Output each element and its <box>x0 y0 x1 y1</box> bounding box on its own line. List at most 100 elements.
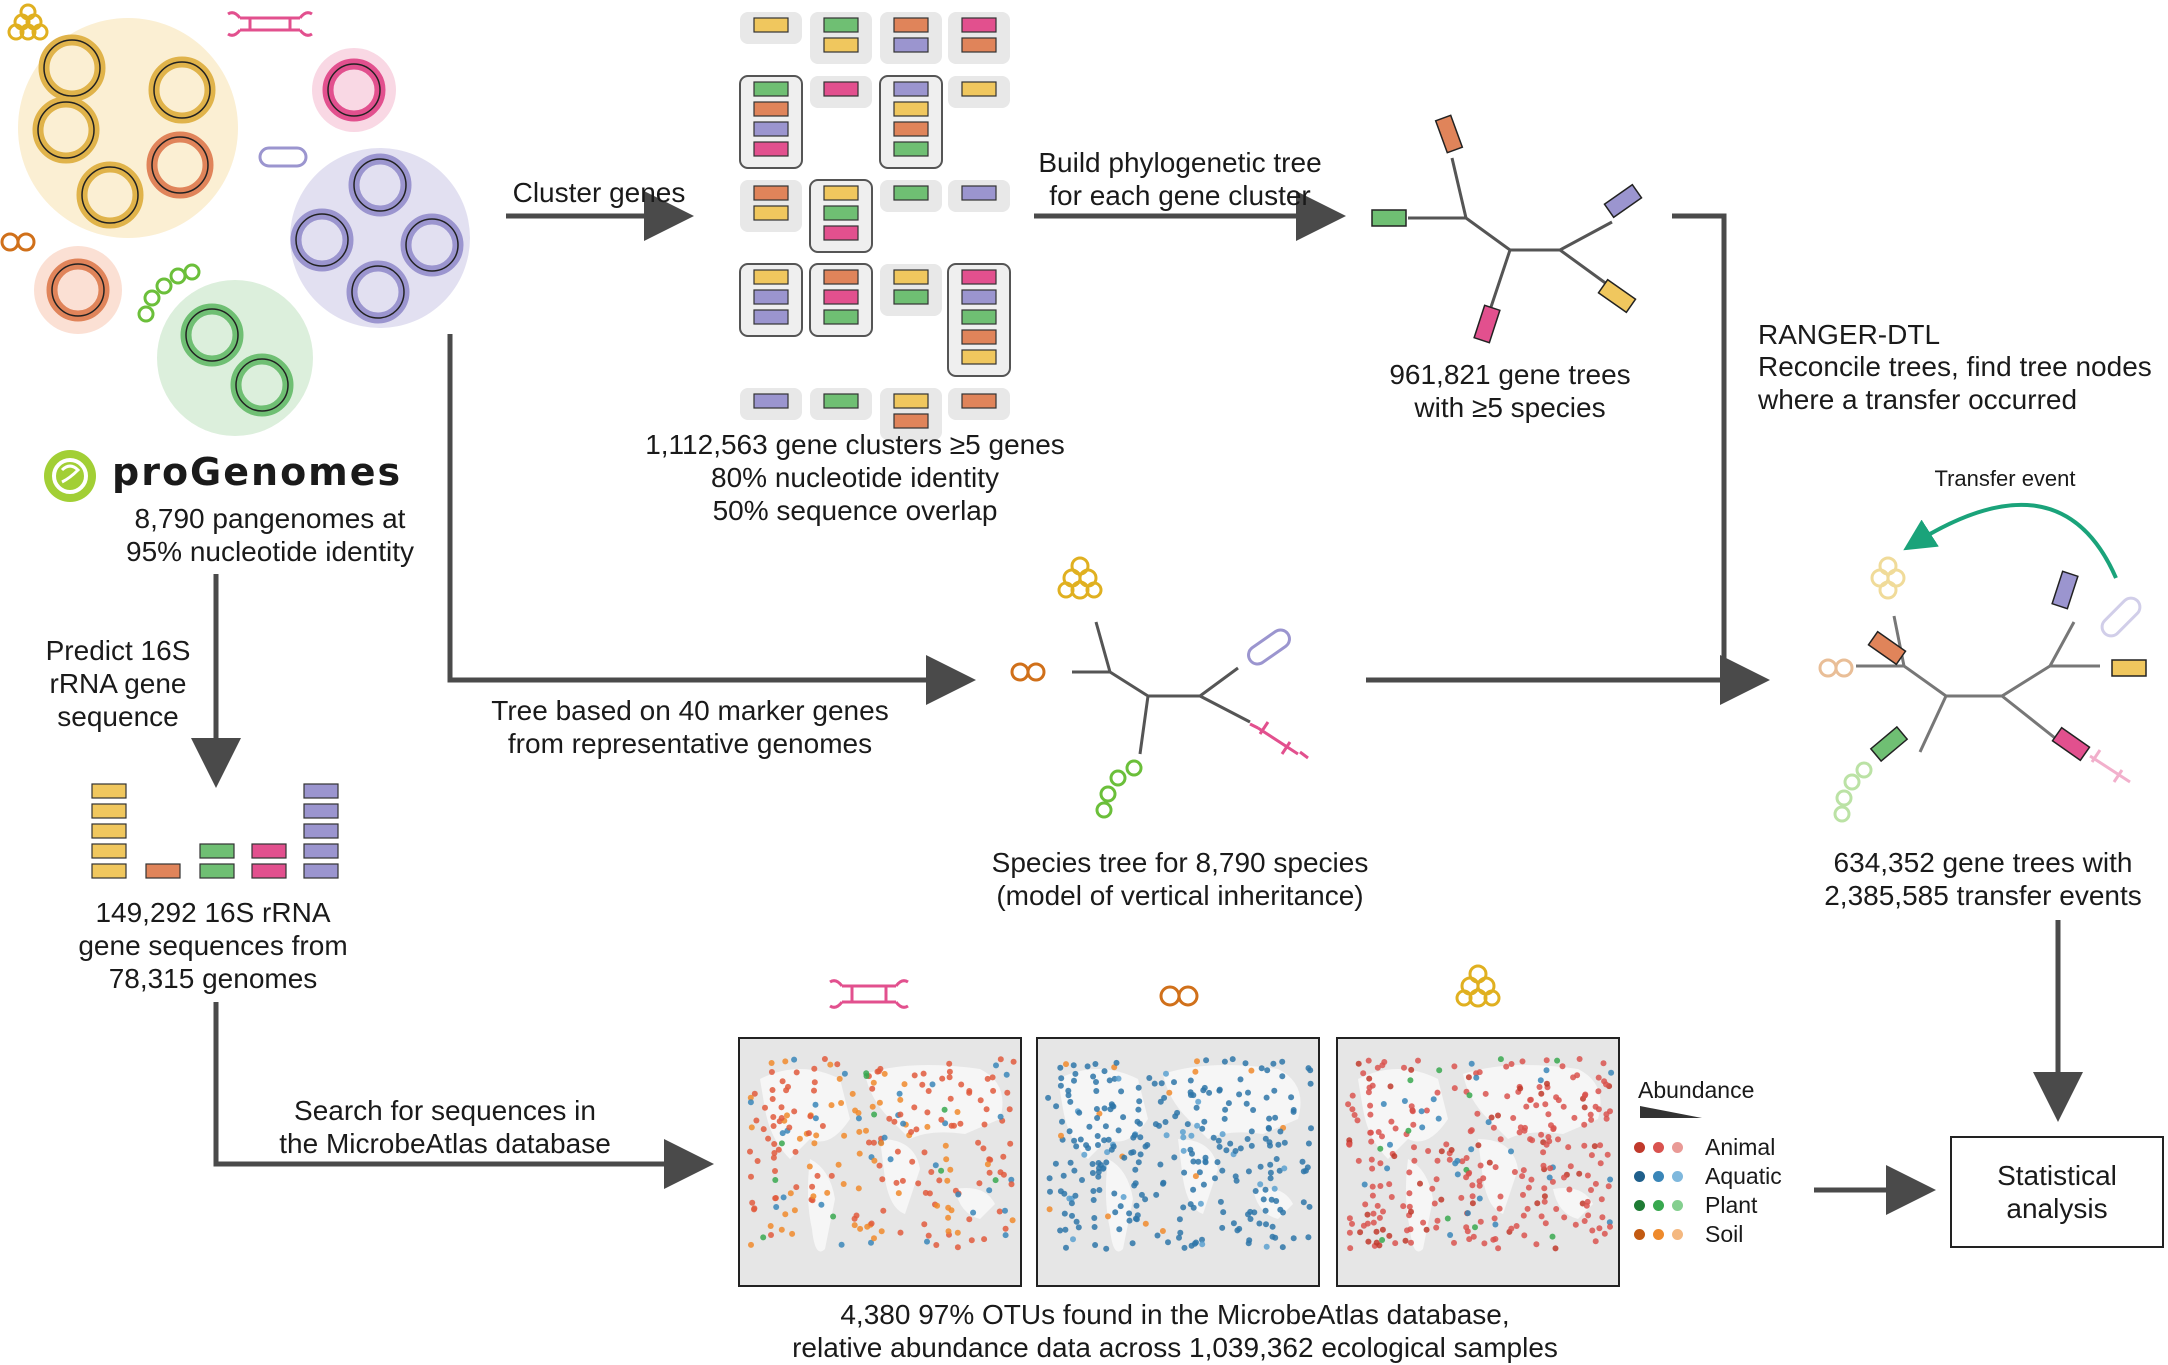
sample-point <box>925 1088 932 1094</box>
sample-point <box>1370 1210 1377 1217</box>
rrna-gene-block <box>303 843 339 859</box>
abundance-gradient-wedge <box>1640 1106 1702 1118</box>
sample-point <box>1597 1142 1604 1149</box>
sample-point <box>1067 1159 1074 1166</box>
legend-swatch <box>1653 1200 1664 1211</box>
sample-point <box>760 1126 767 1133</box>
sample-point <box>747 1148 753 1155</box>
sample-point <box>1454 1157 1461 1164</box>
sample-point <box>863 1070 870 1077</box>
sample-point <box>1490 1124 1497 1131</box>
sample-point <box>784 1112 790 1119</box>
sample-point <box>1381 1059 1388 1065</box>
cluster-genes-label: Cluster genes <box>512 177 686 208</box>
sample-point <box>1576 1056 1583 1062</box>
sample-point <box>1387 1083 1394 1090</box>
sample-point <box>1202 1154 1209 1161</box>
sample-point <box>1542 1101 1549 1108</box>
sample-point <box>1180 1134 1187 1141</box>
sample-point <box>869 1103 876 1110</box>
sample-point <box>1599 1214 1606 1221</box>
sample-point <box>760 1234 767 1241</box>
sample-point <box>1245 1240 1252 1247</box>
sample-point <box>1477 1218 1484 1225</box>
sample-point <box>1591 1143 1598 1150</box>
sample-point <box>1538 1131 1545 1138</box>
sample-point <box>1305 1140 1312 1147</box>
sample-point <box>1052 1160 1059 1167</box>
sample-point <box>1368 1138 1375 1145</box>
sample-point <box>975 1139 982 1146</box>
sample-point <box>1451 1085 1458 1092</box>
sample-point <box>855 1115 862 1122</box>
sample-point <box>1131 1182 1138 1189</box>
sample-point <box>1090 1188 1097 1194</box>
sample-point <box>1508 1225 1515 1232</box>
sample-point <box>997 1169 1004 1176</box>
sample-point <box>780 1194 787 1201</box>
sample-point <box>897 1229 904 1236</box>
sample-point <box>925 1232 932 1239</box>
sample-point <box>1565 1144 1572 1151</box>
species-tree <box>1072 621 1251 755</box>
sample-point <box>934 1202 941 1209</box>
rrna-gene-block <box>145 863 181 879</box>
sample-point <box>1267 1169 1274 1176</box>
progenomes-logo-icon <box>44 450 96 502</box>
sample-point <box>1307 1080 1314 1087</box>
map-header-icons <box>829 964 1501 1009</box>
sample-point <box>1346 1141 1353 1148</box>
sample-point <box>868 1239 874 1246</box>
sample-point <box>1002 1207 1008 1214</box>
sample-point <box>782 1211 789 1218</box>
sample-point <box>1592 1180 1599 1187</box>
sample-point <box>1057 1227 1064 1234</box>
sample-point <box>791 1108 798 1115</box>
species-tree-leaf-icons <box>1010 556 1309 819</box>
sample-point <box>1118 1088 1125 1095</box>
sample-point <box>1476 1069 1483 1076</box>
sample-point <box>870 1139 877 1146</box>
sample-point <box>1195 1098 1202 1105</box>
sample-point <box>1129 1240 1136 1247</box>
sample-point <box>1136 1098 1143 1105</box>
sample-point <box>876 1162 883 1169</box>
sample-point <box>769 1087 776 1093</box>
sample-point <box>1406 1203 1413 1210</box>
sample-point <box>1543 1057 1550 1064</box>
sample-point <box>966 1216 973 1223</box>
sample-point <box>1161 1094 1168 1101</box>
sample-point <box>1550 1126 1557 1133</box>
sample-point <box>1447 1232 1454 1238</box>
sample-point <box>1434 1157 1441 1164</box>
maps-caption: 4,380 97% OTUs found in the MicrobeAtlas… <box>792 1299 1558 1363</box>
sample-point <box>771 1150 778 1156</box>
sample-point <box>1192 1068 1199 1075</box>
sample-point <box>1263 1243 1270 1250</box>
gene-block <box>961 309 997 325</box>
sample-point <box>1377 1183 1384 1189</box>
sample-point <box>1386 1181 1393 1188</box>
sample-point <box>886 1115 893 1122</box>
sample-point <box>1584 1172 1591 1179</box>
sample-point <box>1411 1157 1418 1164</box>
sample-point <box>924 1109 931 1116</box>
rrna-gene-block <box>199 863 235 879</box>
sample-point <box>1071 1167 1078 1174</box>
sample-point <box>990 1087 997 1094</box>
sample-point <box>955 1191 962 1198</box>
sample-point <box>1171 1154 1178 1161</box>
gene-tree-leaves <box>1371 114 1643 344</box>
sample-point <box>1533 1241 1540 1248</box>
sample-point <box>768 1069 775 1075</box>
sample-point <box>1091 1224 1098 1230</box>
gene-block <box>823 185 859 201</box>
sample-point <box>1354 1117 1361 1124</box>
sample-point <box>1269 1233 1276 1240</box>
sample-point <box>957 1120 964 1127</box>
sample-point <box>1176 1216 1183 1223</box>
sample-point <box>1069 1212 1075 1219</box>
sample-point <box>1266 1115 1273 1122</box>
world-map-filament-otu <box>738 1037 1022 1287</box>
sample-point <box>1384 1165 1391 1172</box>
